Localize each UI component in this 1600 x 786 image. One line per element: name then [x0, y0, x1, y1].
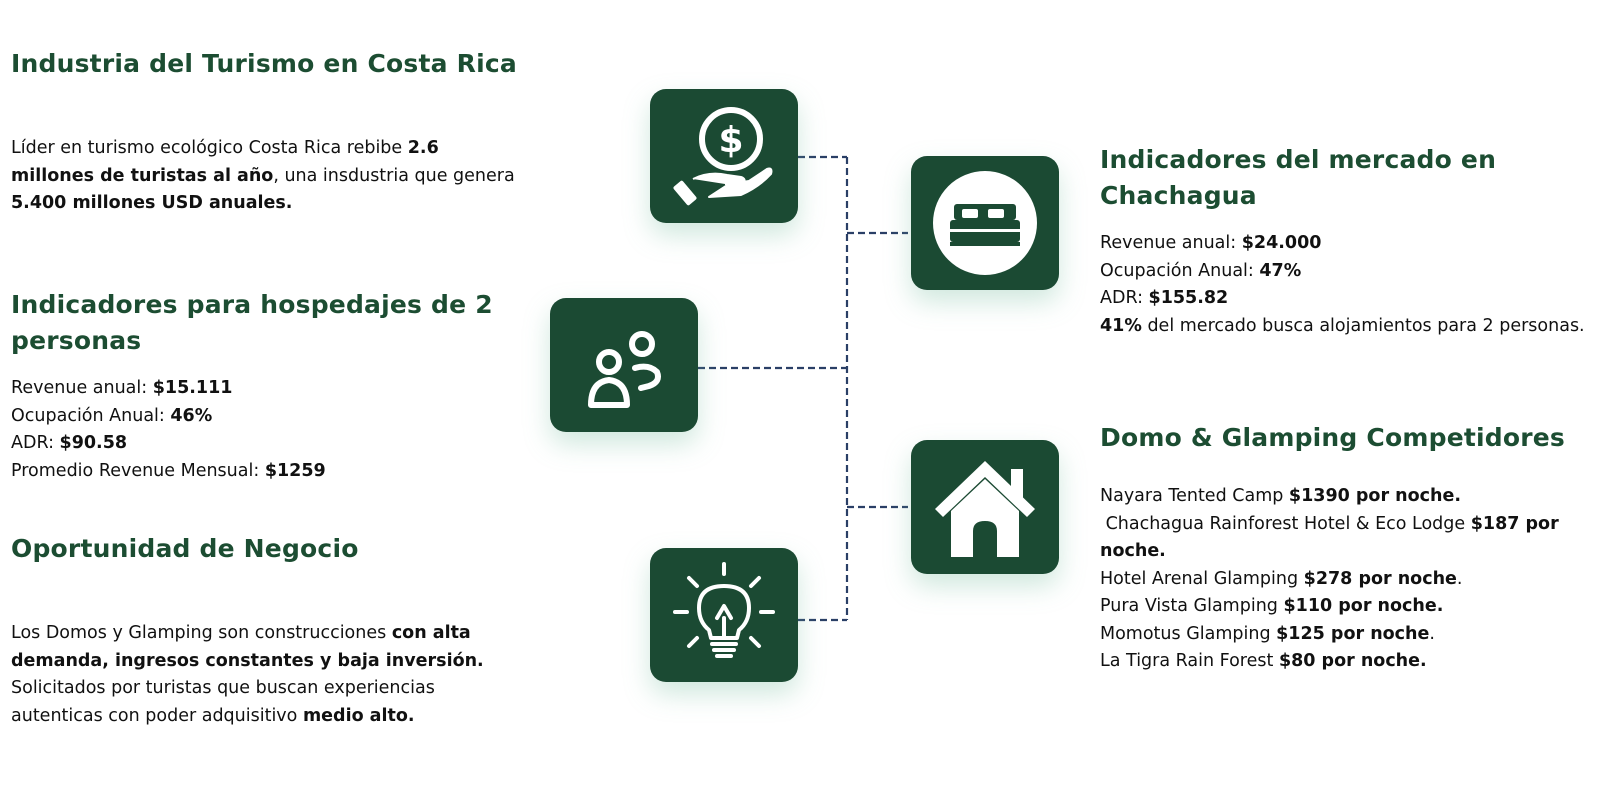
- hospedajes-row: Ocupación Anual: 46%: [11, 403, 326, 431]
- competidor-name: La Tigra Rain Forest: [1100, 651, 1279, 671]
- house-tile: [911, 440, 1059, 574]
- row-value: $90.58: [59, 433, 128, 453]
- competidor-item: La Tigra Rain Forest $80 por noche.: [1100, 648, 1559, 676]
- row-label: ADR:: [11, 433, 60, 453]
- industria-title: Industria del Turismo en Costa Rica: [11, 49, 517, 78]
- hospedajes-title-line1: Indicadores para hospedajes de 2: [11, 290, 493, 319]
- competidor-name: Pura Vista Glamping: [1100, 596, 1284, 616]
- row-label: Revenue anual:: [1100, 233, 1242, 253]
- competidores-title: Domo & Glamping Competidores: [1100, 423, 1566, 452]
- row-label: Ocupación Anual:: [1100, 260, 1260, 281]
- oportunidad-bold-4: medio alto.: [302, 705, 415, 726]
- oportunidad-bold-1: con alta: [391, 623, 471, 643]
- competidor-price: $187 por: [1470, 513, 1559, 534]
- mercado-row: Revenue anual: $24.000: [1100, 230, 1585, 258]
- row-label: ADR:: [1100, 288, 1149, 308]
- industria-bold-1: 2.6: [407, 138, 439, 158]
- oportunidad-bold-2: demanda, ingresos constantes y baja inve…: [11, 650, 484, 671]
- competidor-item: Nayara Tented Camp $1390 por noche.: [1100, 483, 1559, 511]
- hospedajes-title: Indicadores para hospedajes de 2 persona…: [11, 287, 493, 359]
- svg-text:$: $: [718, 120, 743, 161]
- mercado-title: Indicadores del mercado en Chachagua: [1100, 142, 1496, 214]
- hospedajes-row: Revenue anual: $15.111: [11, 375, 326, 403]
- competidor-tail: .: [1429, 623, 1435, 644]
- oportunidad-title: Oportunidad de Negocio: [11, 534, 359, 563]
- money-hand-icon: $: [673, 107, 773, 206]
- mercado-title-line2: Chachagua: [1100, 181, 1257, 210]
- row-value: 41%: [1100, 315, 1142, 336]
- hospedajes-title-line2: personas: [11, 326, 142, 355]
- industria-bold-3: 5.400 millones USD anuales.: [11, 193, 293, 213]
- oportunidad-text-3: Solicitados por turistas que buscan expe…: [11, 678, 435, 698]
- mercado-title-line1: Indicadores del mercado en: [1100, 145, 1497, 174]
- competidor-item: Momotus Glamping $125 por noche.: [1100, 621, 1559, 649]
- competidor-item: Chachagua Rainforest Hotel & Eco Lodge $…: [1100, 511, 1559, 539]
- row-value: $15.111: [152, 378, 233, 398]
- competidores-list: Nayara Tented Camp $1390 por noche. Chac…: [1100, 483, 1559, 676]
- lightbulb-icon: [673, 562, 775, 658]
- row-value: 47%: [1259, 260, 1302, 281]
- row-label: del mercado busca alojamientos para 2 pe…: [1141, 315, 1585, 336]
- house-icon: [935, 461, 1035, 557]
- oportunidad-text-1: Los Domos y Glamping son construcciones: [11, 623, 392, 643]
- row-label: Ocupación Anual:: [11, 405, 171, 426]
- row-value: 46%: [170, 405, 213, 426]
- money-tile: $: [650, 89, 798, 223]
- people-icon: [588, 331, 661, 408]
- competidor-price: $110 por noche.: [1283, 596, 1444, 616]
- mercado-row: 41% del mercado busca alojamientos para …: [1100, 313, 1585, 341]
- mercado-row: Ocupación Anual: 47%: [1100, 258, 1585, 286]
- industria-bold-2: millones de turistas al año: [11, 165, 274, 186]
- row-value: $24.000: [1241, 233, 1322, 253]
- bulb-tile: [650, 548, 798, 682]
- competidor-item: Hotel Arenal Glamping $278 por noche.: [1100, 566, 1559, 594]
- competidor-price: $278 por noche: [1303, 568, 1457, 589]
- competidor-price: $125 por noche: [1276, 623, 1430, 644]
- competidor-name: Chachagua Rainforest Hotel & Eco Lodge: [1100, 513, 1471, 534]
- oportunidad-text-4: autenticas con poder adquisitivo: [11, 705, 303, 726]
- industria-text-2: , una insdustria que genera: [273, 165, 515, 186]
- competidor-item: noche.: [1100, 538, 1559, 566]
- competidor-item: Pura Vista Glamping $110 por noche.: [1100, 593, 1559, 621]
- industria-text: Líder en turismo ecológico Costa Rica re…: [11, 135, 515, 218]
- bed-tile: [911, 156, 1059, 290]
- oportunidad-text: Los Domos y Glamping son construcciones …: [11, 620, 484, 730]
- competidor-name: Momotus Glamping: [1100, 623, 1277, 644]
- hospedajes-list: Revenue anual: $15.111 Ocupación Anual: …: [11, 375, 326, 485]
- competidor-name: Hotel Arenal Glamping: [1100, 568, 1304, 589]
- row-value: $155.82: [1148, 288, 1229, 308]
- competidor-price: $1390 por noche.: [1288, 486, 1461, 506]
- people-tile: [550, 298, 698, 432]
- mercado-list: Revenue anual: $24.000 Ocupación Anual: …: [1100, 230, 1585, 340]
- row-value: $1259: [264, 460, 326, 481]
- hospedajes-row: ADR: $90.58: [11, 430, 326, 458]
- competidor-tail: .: [1456, 568, 1463, 589]
- hospedajes-row: Promedio Revenue Mensual: $1259: [11, 458, 326, 486]
- competidor-price: noche.: [1100, 541, 1166, 561]
- row-label: Promedio Revenue Mensual:: [11, 460, 265, 481]
- row-label: Revenue anual:: [11, 378, 153, 398]
- competidor-name: Nayara Tented Camp: [1100, 486, 1289, 506]
- competidor-price: $80 por noche.: [1278, 651, 1427, 671]
- bed-icon: [933, 171, 1037, 275]
- industria-text-1: Líder en turismo ecológico Costa Rica re…: [11, 138, 408, 158]
- mercado-row: ADR: $155.82: [1100, 285, 1585, 313]
